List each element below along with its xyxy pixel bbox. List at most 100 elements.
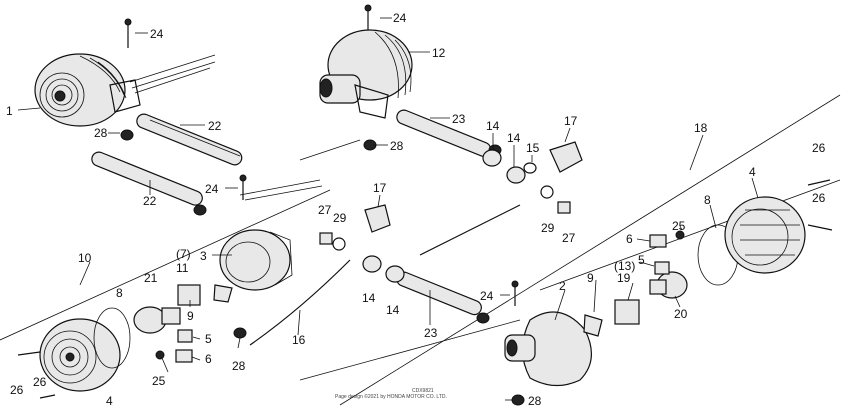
part-4-lens-rr — [724, 196, 806, 274]
part-14-grommet-c — [362, 255, 382, 273]
part-23-stay-lower — [396, 271, 490, 324]
part-8-gasket-rl — [93, 307, 131, 369]
part-6-nut-rl — [175, 349, 193, 363]
callout-26-a: 26 — [812, 141, 826, 155]
part-20-bulb-rr — [649, 271, 688, 299]
callout-23-lower: 23 — [424, 326, 438, 340]
callout-26-c: 26 — [10, 383, 24, 397]
callout-9-rr: 9 — [587, 271, 594, 285]
part-26-screw-a — [17, 351, 41, 356]
callout-4-rr: 4 — [749, 165, 756, 179]
callout-17-lower: 17 — [373, 181, 387, 195]
callout-14-b: 14 — [507, 131, 521, 145]
callout-24-d: 24 — [480, 289, 494, 303]
callout-10: 10 — [78, 251, 92, 265]
part-24-screw-b — [364, 4, 372, 30]
callout-2: 2 — [559, 279, 566, 293]
callout-22-lower: 22 — [143, 194, 157, 208]
part-3-socket-base — [219, 229, 293, 291]
part-24-screw-a — [124, 18, 132, 48]
left-frame-top-edge — [0, 189, 331, 341]
callout-11: 11 — [176, 261, 189, 275]
part-15-washer — [523, 162, 537, 174]
callout-1: 1 — [6, 104, 13, 118]
callout-28-a: 28 — [94, 126, 108, 140]
callout-22-upper: 22 — [208, 119, 222, 133]
part-28-nut-a — [120, 129, 134, 141]
callout-28-c: 28 — [232, 359, 246, 373]
callout-26-b: 26 — [812, 191, 826, 205]
callout-8-rl: 8 — [116, 286, 123, 300]
part-27-nut-a — [557, 201, 571, 214]
part-9-terminal-rr — [583, 314, 603, 337]
callout-15: 15 — [526, 141, 540, 155]
callout-12: 12 — [432, 46, 446, 60]
part-11-socket-rl — [177, 284, 201, 306]
callout-14-c: 14 — [362, 291, 376, 305]
part-22-stay-lower — [91, 151, 207, 216]
part-6-nut-rr — [649, 234, 667, 248]
callout-29-a: 29 — [333, 211, 347, 225]
callout-25-rr: 25 — [672, 219, 686, 233]
callout-14-d: 14 — [386, 303, 400, 317]
callout-29-b: 29 — [541, 221, 555, 235]
callout-5-rl: 5 — [205, 332, 212, 346]
callout-27-b: 27 — [562, 231, 576, 245]
part-25-screw-rl — [155, 350, 165, 360]
callout-4-rl: 4 — [106, 394, 113, 408]
part-9-terminal-rl — [213, 284, 233, 303]
callout-9-rl: 9 — [187, 309, 194, 323]
part-5-clip-rr — [654, 261, 670, 275]
part-4-lens-rl — [39, 318, 121, 392]
leader-lines — [17, 17, 759, 401]
part-16-harness-upper — [419, 204, 521, 256]
callout-6-rl: 6 — [205, 352, 212, 366]
part-23-stay-upper — [396, 109, 502, 157]
callout-23-upper: 23 — [452, 112, 466, 126]
part-17-cap-upper — [549, 141, 583, 173]
callout-18: 18 — [694, 121, 708, 135]
callout-24-c: 24 — [205, 182, 219, 196]
part-2-winker-housing-rr — [504, 311, 592, 387]
callout-5-rr: 5 — [638, 253, 645, 267]
callout-17-upper: 17 — [564, 114, 578, 128]
callout-21: 21 — [144, 271, 158, 285]
callout-13: (13) — [614, 259, 635, 273]
callout-19: 19 — [617, 271, 631, 285]
callout-6-rr: 6 — [626, 232, 633, 246]
part-28-nut-d — [511, 394, 525, 406]
part-14-grommet-b — [506, 166, 526, 184]
part-29-washer-a — [540, 185, 554, 199]
part-27-nut-b — [319, 232, 333, 245]
part-14-grommet-d — [385, 265, 405, 283]
callout-8-rr: 8 — [704, 193, 711, 207]
callout-26-d: 26 — [33, 375, 47, 389]
callout-25-rl: 25 — [152, 374, 166, 388]
part-28-nut-c — [233, 327, 247, 339]
part-1-winker-housing-fl — [34, 53, 216, 127]
callout-24-b: 24 — [393, 11, 407, 25]
part-14-grommet-a — [482, 149, 502, 167]
part-17-cap-lower — [364, 204, 391, 233]
callout-24-a: 24 — [150, 27, 164, 41]
part-26-screw-b — [39, 394, 56, 399]
part-25-screw-rr — [675, 230, 685, 240]
part-24-screw-d — [511, 280, 519, 306]
callout-28-b: 28 — [390, 139, 404, 153]
callout-3: 3 — [200, 249, 207, 263]
callout-7: (7) — [176, 247, 191, 261]
right-frame-mid-edge — [539, 179, 841, 291]
callout-16: 16 — [292, 333, 306, 347]
part-16-harness-lower — [249, 259, 351, 346]
callout-14-a: 14 — [486, 119, 500, 133]
part-26-screw-d — [807, 224, 833, 231]
part-26-screw-c — [807, 179, 831, 186]
part-29-washer-b — [332, 237, 346, 251]
part-19-socket-rr — [614, 299, 640, 325]
right-frame-top-edge — [339, 94, 841, 406]
part-24-screw-c — [239, 174, 247, 200]
part-12-winker-housing-fr — [299, 29, 413, 161]
callout-20: 20 — [674, 307, 688, 321]
